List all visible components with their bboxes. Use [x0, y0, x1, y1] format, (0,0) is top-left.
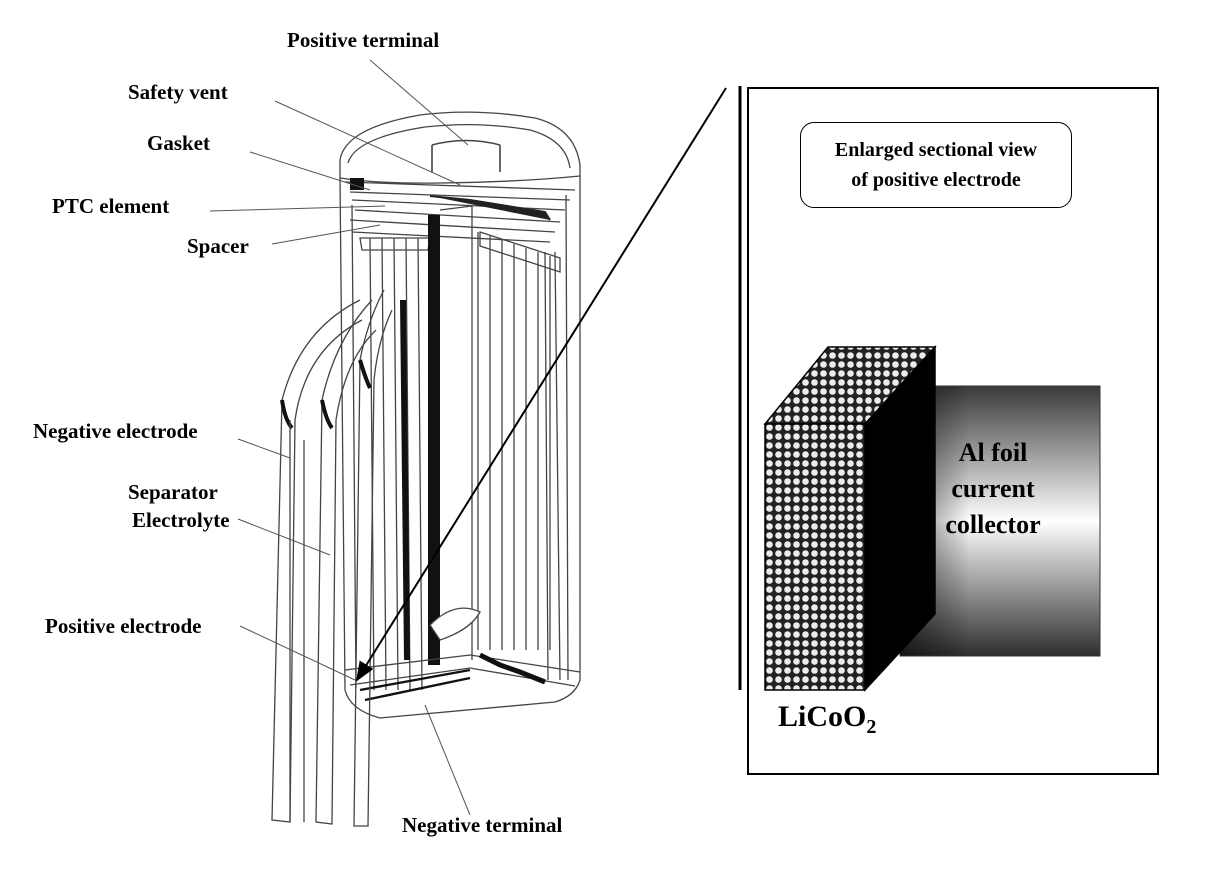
inset-frame	[747, 87, 1159, 775]
electrode-block	[763, 345, 1101, 692]
foil-line2: current	[951, 474, 1035, 503]
zoom-arrow	[355, 87, 727, 682]
label-ptc-element: PTC element	[52, 194, 170, 218]
battery-cutaway	[271, 111, 581, 827]
label-gasket: Gasket	[147, 131, 210, 155]
outer-casing	[339, 176, 581, 719]
label-negative-terminal: Negative terminal	[402, 813, 563, 837]
label-positive-terminal: Positive terminal	[287, 28, 440, 52]
leader-lines	[209, 59, 471, 816]
peeled-layer-1	[271, 299, 363, 823]
licoo2-base: LiCoO	[778, 700, 867, 733]
licoo2-label: LiCoO2	[778, 700, 876, 739]
inset-title-line2: of positive electrode	[851, 169, 1021, 191]
top-cap	[339, 111, 581, 166]
label-spacer: Spacer	[187, 234, 249, 258]
inset-title-line1: Enlarged sectional view	[834, 139, 1038, 161]
al-foil-label: Al foil current collector	[918, 435, 1068, 543]
peeled-layer-3	[353, 289, 393, 827]
label-negative-electrode: Negative electrode	[33, 419, 198, 443]
foil-line1: Al foil	[958, 438, 1028, 467]
inset-title-callout: Enlarged sectional view of positive elec…	[800, 122, 1072, 208]
label-electrolyte: Electrolyte	[132, 508, 230, 532]
label-separator: Separator	[128, 480, 218, 504]
licoo2-front-face	[764, 423, 866, 691]
licoo2-subscript: 2	[866, 716, 877, 738]
peeled-layer-2	[315, 299, 377, 825]
label-safety-vent: Safety vent	[128, 80, 228, 104]
foil-line3: collector	[945, 510, 1041, 539]
positive-terminal-cap	[431, 139, 501, 172]
label-positive-electrode: Positive electrode	[45, 614, 202, 638]
